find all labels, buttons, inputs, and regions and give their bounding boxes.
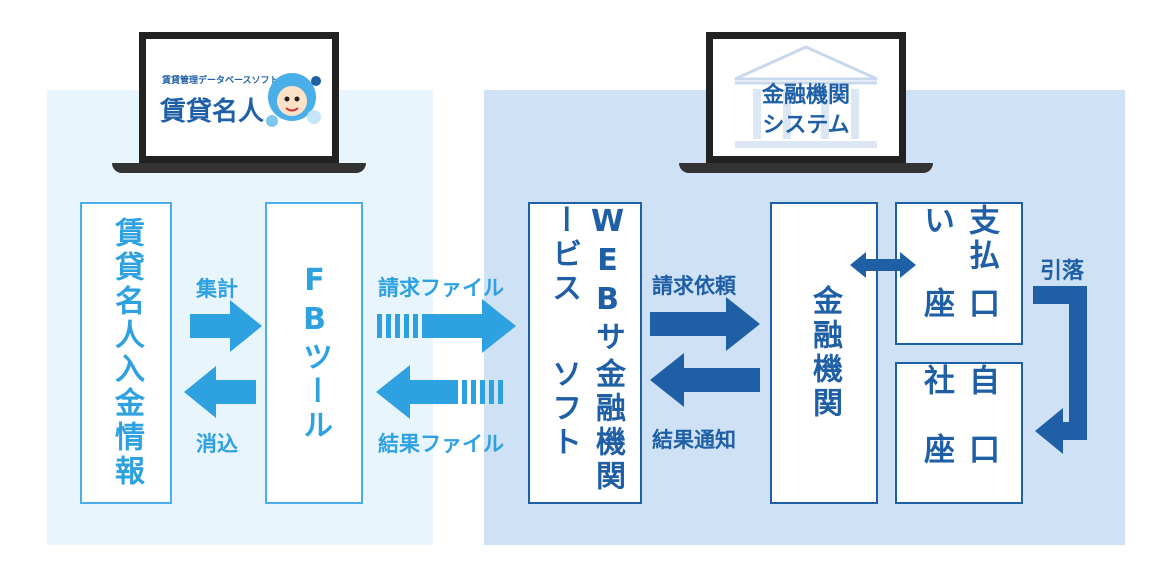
request-file-label: 請求ファイル bbox=[378, 276, 504, 300]
bank-system-title-line1: 金融機関 bbox=[761, 83, 850, 108]
result-notice-label: 結果通知 bbox=[652, 428, 736, 452]
payment-account-label: 口座 bbox=[918, 287, 999, 323]
bank-icon bbox=[734, 45, 878, 148]
payment-label: 支払い bbox=[918, 204, 999, 274]
rent-info-box: 賃貸名人入金情報 bbox=[80, 202, 172, 504]
logo-subtitle: 賃貸管理データベースソフト bbox=[162, 76, 279, 86]
bank-system-title-line2: システム bbox=[762, 113, 850, 138]
fb-tool-label: FBツール bbox=[297, 263, 332, 443]
right-laptop-screen: 金融機関 システム bbox=[706, 32, 906, 165]
result-file-label: 結果ファイル bbox=[378, 432, 504, 456]
mascot-icon bbox=[266, 73, 321, 127]
rent-info-label: 賃貸名人入金情報 bbox=[109, 217, 144, 489]
left-laptop-screen: 賃貸管理データベースソフト 賃貸名人 bbox=[139, 32, 339, 165]
withdrawal-arrow bbox=[1033, 286, 1087, 454]
company-label: 自社 bbox=[918, 364, 999, 399]
payment-account-box: 支払い 口座 bbox=[895, 202, 1023, 345]
bank-software-label: 金融機関ソフト bbox=[546, 357, 625, 494]
left-laptop-base bbox=[112, 163, 366, 173]
logo-title: 賃貸名人 bbox=[160, 97, 265, 127]
company-account-box: 自社 口座 bbox=[895, 362, 1023, 504]
result-file-arrow bbox=[376, 365, 503, 419]
withdrawal-label: 引落 bbox=[1040, 259, 1085, 284]
web-service-box: WEBサービス 金融機関ソフト bbox=[528, 202, 642, 504]
result-notice-arrow bbox=[650, 353, 760, 407]
bank-payment-double-arrow bbox=[850, 252, 916, 278]
clear-arrow bbox=[184, 366, 256, 418]
right-laptop-base bbox=[679, 163, 933, 173]
aggregate-arrow bbox=[190, 300, 262, 352]
request-commission-label: 請求依頼 bbox=[652, 274, 736, 298]
fb-tool-box: FBツール bbox=[265, 202, 363, 504]
company-account-label: 口座 bbox=[918, 433, 999, 468]
clear-label: 消込 bbox=[196, 432, 238, 456]
bank-box: 金融機関 bbox=[770, 202, 878, 504]
bank-label: 金融機関 bbox=[807, 285, 842, 421]
request-file-arrow bbox=[377, 299, 516, 353]
request-commission-arrow bbox=[650, 297, 760, 351]
aggregate-label: 集計 bbox=[196, 277, 238, 301]
web-service-label: WEBサービス bbox=[546, 204, 625, 355]
